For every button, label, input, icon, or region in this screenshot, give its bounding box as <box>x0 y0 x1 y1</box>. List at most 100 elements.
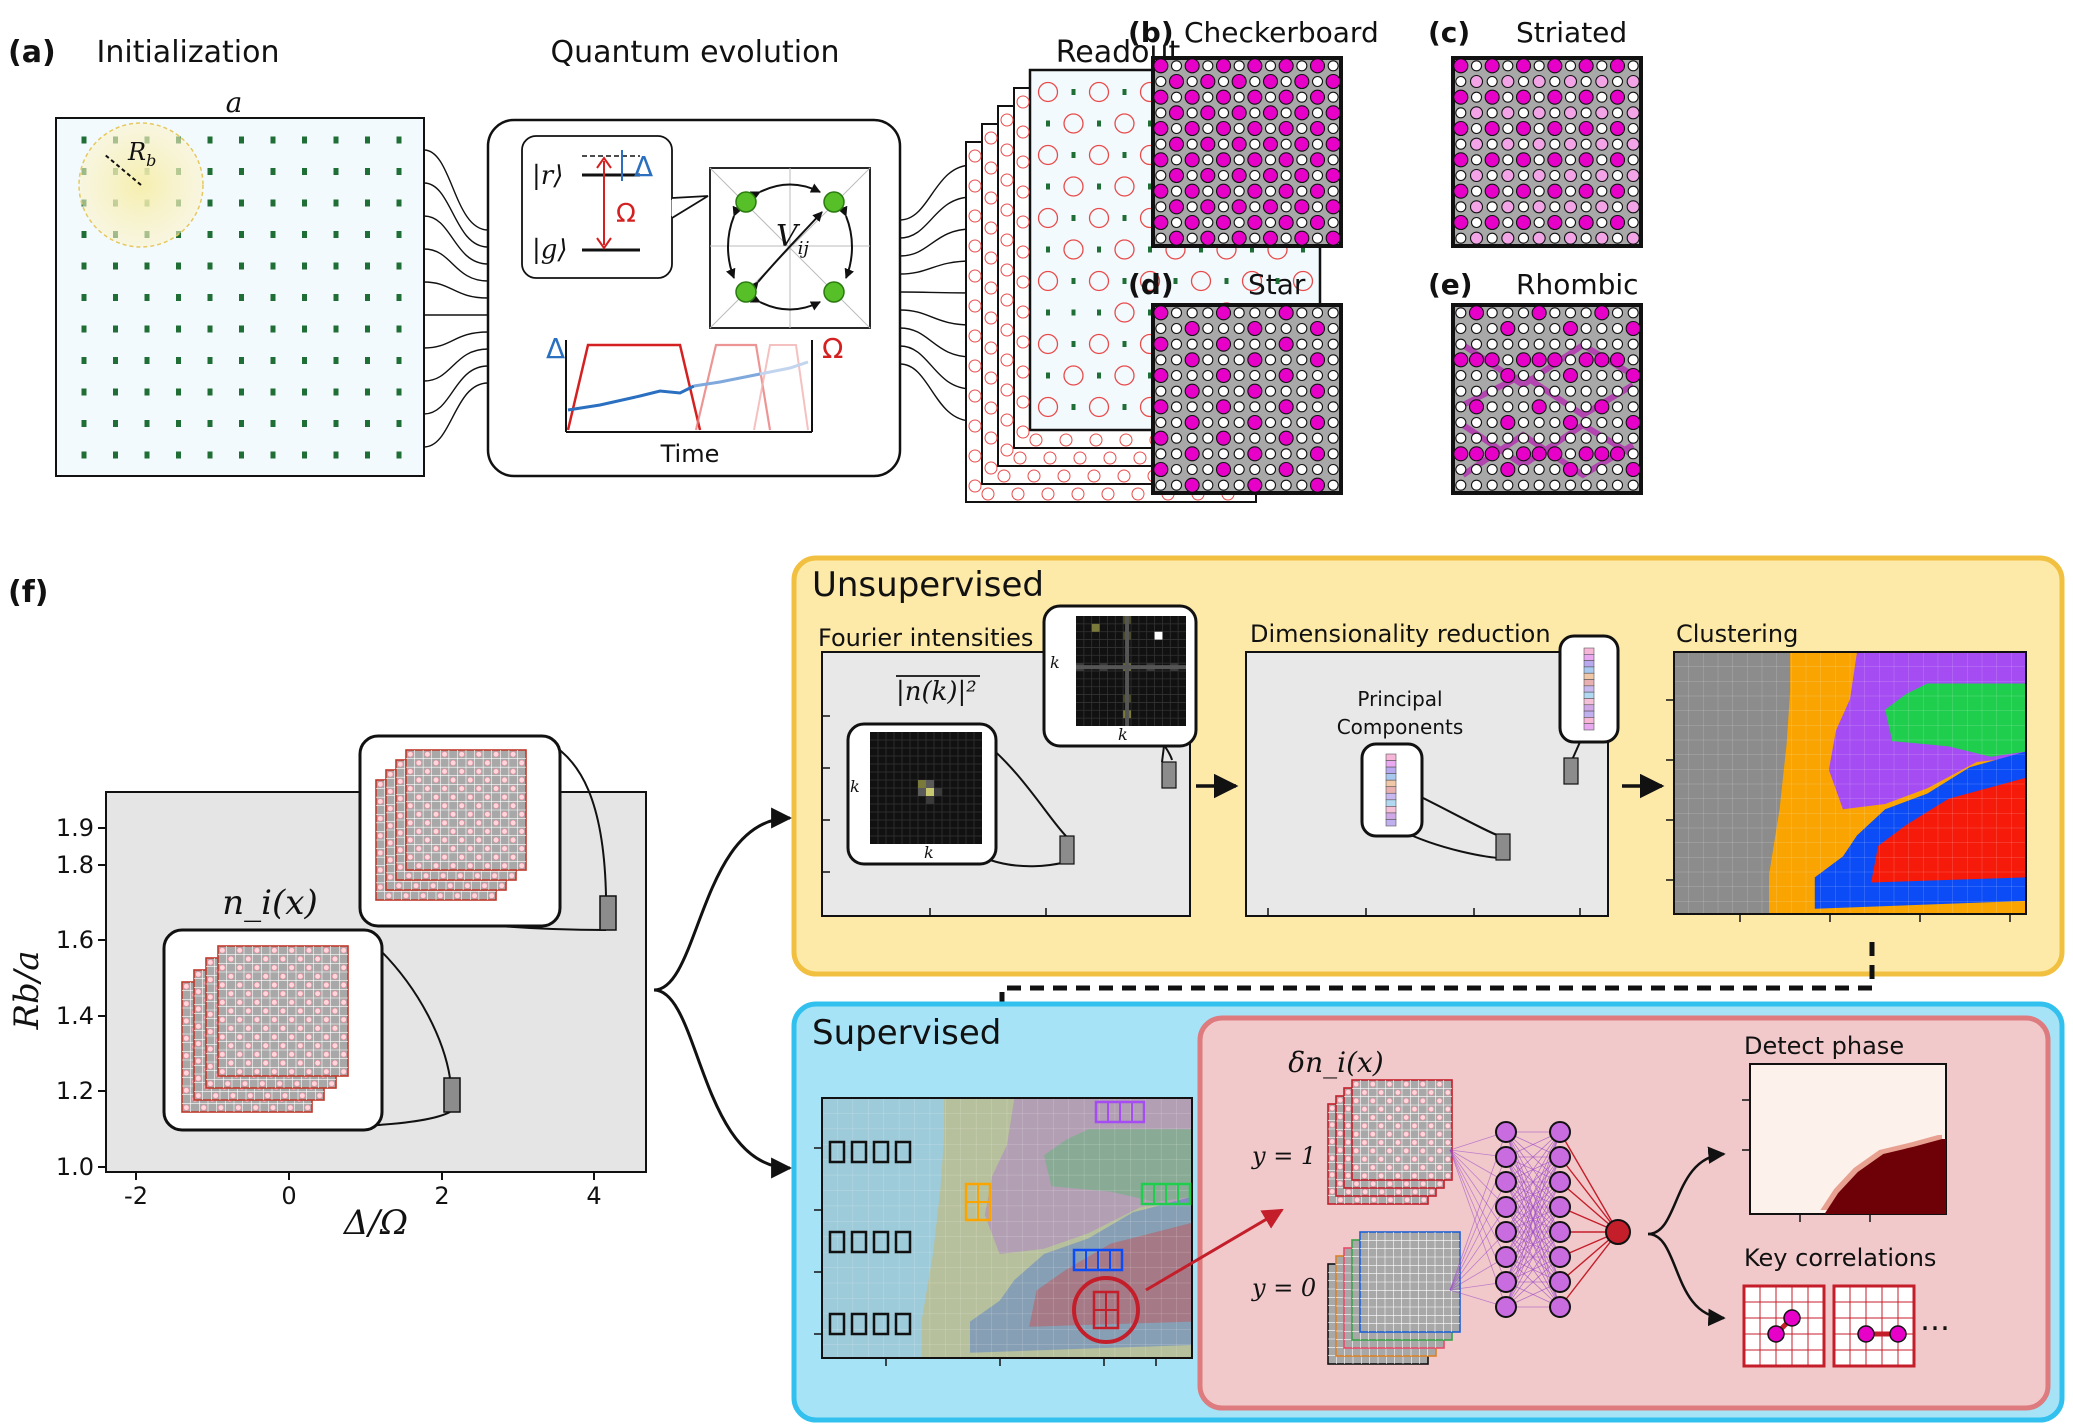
pc-cell <box>1385 779 1397 788</box>
lattice-site <box>1562 320 1579 337</box>
mini-site <box>510 854 517 861</box>
lattice-site <box>1469 168 1484 183</box>
mini-site <box>1353 1164 1360 1171</box>
connector-line <box>423 331 489 349</box>
lattice-site <box>1155 385 1167 397</box>
mini-site <box>397 864 404 871</box>
lattice-site <box>1486 201 1498 213</box>
lattice-site <box>1296 479 1308 491</box>
mini-site <box>235 1104 242 1111</box>
dimred-title: Dimensionality reduction <box>1250 620 1551 648</box>
lattice-site <box>1233 448 1245 460</box>
mini-site <box>402 892 410 899</box>
lattice-site <box>1186 401 1198 413</box>
lattice-site <box>1533 385 1545 397</box>
lattice-site <box>1262 105 1279 121</box>
nn-neuron <box>1495 1296 1517 1318</box>
lattice-site <box>1564 91 1577 103</box>
lattice-site <box>1564 216 1577 229</box>
ground-site <box>1224 278 1229 284</box>
lattice-site <box>1184 58 1200 74</box>
mini-site <box>305 1068 313 1075</box>
rydberg-site <box>1037 396 1059 418</box>
atom-site <box>365 294 370 301</box>
lattice-site <box>1564 338 1577 350</box>
mini-site <box>340 1016 347 1023</box>
label-gray-3 <box>828 1312 912 1336</box>
training-data-stacks <box>1327 1079 1461 1365</box>
mini-site <box>314 1007 321 1015</box>
pc-cell <box>1583 717 1595 724</box>
lattice-site <box>1309 320 1326 337</box>
lattice-site <box>1453 352 1469 368</box>
mini-site <box>1444 1089 1451 1096</box>
lattice-site <box>1217 201 1230 213</box>
mini-site <box>305 1033 313 1041</box>
mini-site <box>424 819 431 826</box>
lattice-site <box>1294 105 1310 121</box>
mini-site <box>518 862 525 869</box>
lattice-site <box>1296 122 1308 135</box>
atom-site <box>365 231 370 238</box>
nn-edge <box>1505 1231 1561 1308</box>
mini-site <box>253 1068 261 1075</box>
lattice-site <box>1531 305 1547 321</box>
mini-site <box>450 759 457 766</box>
lattice-site <box>1625 367 1641 384</box>
lattice-site <box>1231 199 1247 215</box>
lattice-site <box>1170 216 1183 229</box>
atom-site <box>207 388 213 396</box>
radius-label: Rb <box>127 138 156 170</box>
atom-site <box>302 294 307 301</box>
lattice-site <box>1470 322 1483 335</box>
lattice-site <box>1327 463 1339 476</box>
lattice-site <box>1215 183 1232 199</box>
mini-site <box>475 751 482 758</box>
mini-site <box>328 1080 335 1087</box>
lattice-site <box>1202 432 1214 444</box>
mini-site <box>415 776 422 784</box>
lattice-site <box>1455 107 1467 119</box>
lattice-site <box>1626 106 1640 120</box>
lattice-site <box>1455 338 1467 350</box>
mini-site <box>1337 1097 1344 1104</box>
pc-cell <box>1385 819 1397 827</box>
atom-1 <box>735 191 757 213</box>
mini-site <box>323 999 330 1006</box>
lattice-site <box>1627 354 1639 366</box>
lattice-site <box>1455 369 1467 382</box>
atom-site <box>365 199 370 207</box>
lattice-site <box>1231 73 1247 90</box>
lattice-site <box>1168 105 1185 121</box>
fourier-kspace-map <box>870 732 982 844</box>
mini-site <box>227 1059 235 1067</box>
atom-site <box>302 231 307 238</box>
mini-lattice <box>405 749 527 871</box>
mini-site <box>331 1059 339 1067</box>
mini-site <box>1353 1131 1360 1138</box>
atom-site <box>302 262 307 270</box>
lattice-site <box>1533 216 1545 229</box>
mini-site <box>314 1042 321 1049</box>
mini-site <box>262 1007 269 1015</box>
mini-site <box>467 862 474 869</box>
mini-site <box>236 964 243 971</box>
mini-site <box>1378 1089 1385 1096</box>
mini-site <box>481 882 488 889</box>
lattice-site <box>1215 89 1232 105</box>
lattice-site <box>1596 416 1608 429</box>
label-orange <box>964 1182 992 1222</box>
ring-edge <box>1103 451 1117 465</box>
label-gray-1 <box>828 1140 912 1164</box>
mini-site <box>412 882 420 889</box>
nn-neuron <box>1549 1246 1571 1268</box>
lattice-site <box>1249 338 1261 350</box>
mini-site <box>279 955 287 963</box>
mini-site <box>245 1059 252 1067</box>
mini-site <box>1337 1147 1344 1154</box>
lattice-site <box>1215 214 1232 231</box>
lattice-site <box>1278 152 1294 168</box>
mini-site <box>305 1051 313 1058</box>
label-block <box>894 1230 912 1254</box>
ground-site <box>1071 404 1076 410</box>
